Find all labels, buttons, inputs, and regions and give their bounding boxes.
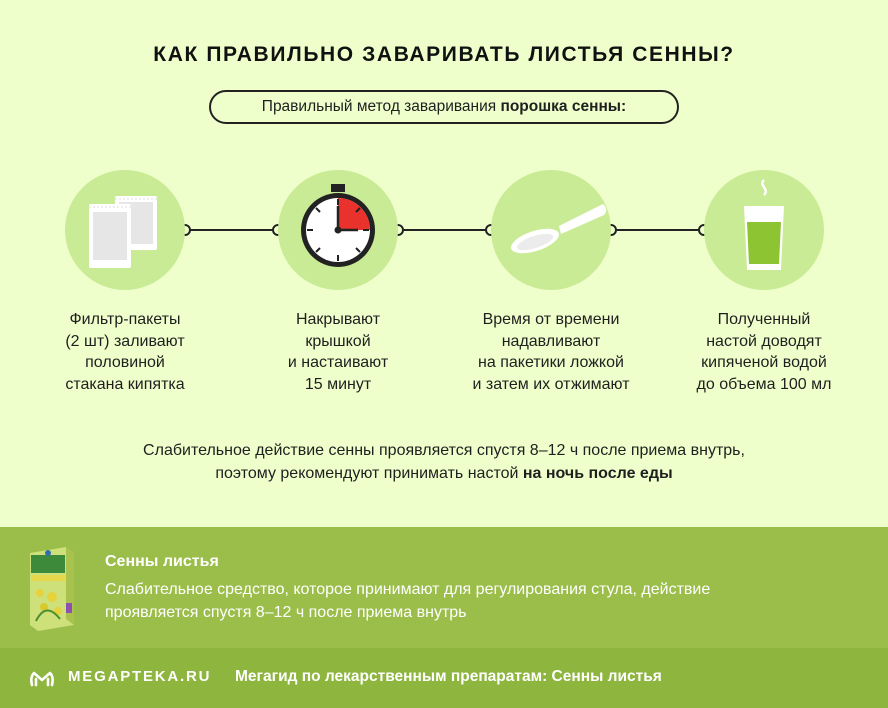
product-box-image xyxy=(30,547,74,631)
note-line-1: Слабительное действие сенны проявляется … xyxy=(143,442,745,459)
filter-bags-icon xyxy=(89,196,157,268)
effect-note: Слабительное действие сенны проявляется … xyxy=(0,439,888,485)
step-1-circle xyxy=(65,170,185,290)
step-2-text: Накрывают крышкой и настаивают 15 минут xyxy=(287,311,389,393)
megapteka-logo-icon[interactable] xyxy=(28,667,56,689)
connector-line xyxy=(611,229,704,231)
step-4-text: Полученный настой доводят кипяченой водо… xyxy=(696,311,832,393)
method-pill: Правильный метод заваривания порошка сен… xyxy=(209,90,679,124)
product-title: Сенны листья xyxy=(105,553,219,570)
note-line-2: поэтому рекомендуют принимать настой на … xyxy=(0,462,888,485)
product-description[interactable]: Слабительное средство, которое принимают… xyxy=(105,581,711,621)
page-title: КАК ПРАВИЛЬНО ЗАВАРИВАТЬ ЛИСТЬЯ СЕННЫ? xyxy=(153,43,735,66)
footer-bar xyxy=(0,648,888,708)
method-prefix: Правильный метод заваривания xyxy=(261,98,497,115)
megapteka-logo-text[interactable]: MEGAPTEKA.RU xyxy=(68,668,212,685)
spoon-icon xyxy=(511,204,607,254)
method-bold: порошка сенны: xyxy=(500,98,627,115)
step-1-text: Фильтр-пакеты (2 шт) заливают половиной … xyxy=(65,311,185,393)
product-band xyxy=(0,527,888,648)
connector-line xyxy=(398,229,491,231)
step-3-circle xyxy=(491,170,611,290)
glass-icon xyxy=(744,179,784,270)
step-4-circle xyxy=(704,170,824,290)
step-3-text: Время от времени надавливают на пакетики… xyxy=(472,311,630,393)
note-line-2-bold: на ночь после еды xyxy=(522,465,673,482)
step-2-circle xyxy=(278,170,398,290)
timer-icon xyxy=(301,184,375,267)
connector-line xyxy=(185,229,278,231)
note-line-2-prefix: поэтому рекомендуют принимать настой xyxy=(215,465,519,482)
footer-caption[interactable]: Мегагид по лекарственным препаратам: Сен… xyxy=(235,668,662,685)
